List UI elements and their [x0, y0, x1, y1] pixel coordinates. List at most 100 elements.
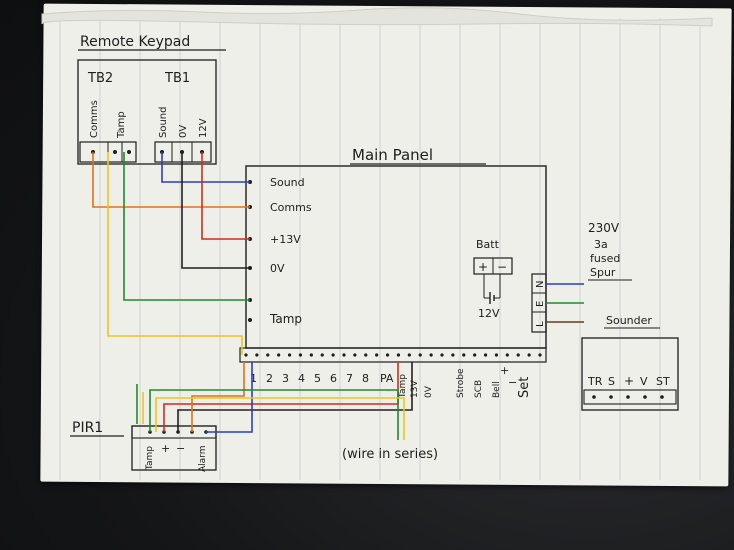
bottom-terminal-label: 6 — [330, 372, 337, 385]
bottom-terminal-dot — [407, 353, 411, 357]
battery-label: Batt — [476, 238, 500, 251]
mains-line2: 3a — [594, 238, 608, 251]
wire-green-tamp — [123, 152, 250, 301]
bottom-terminal-dot — [244, 353, 248, 357]
bottom-terminal-label: Bell — [492, 381, 502, 398]
bottom-terminal-label: 7 — [346, 372, 353, 385]
sounder-terminal-tr: TR — [587, 375, 603, 388]
bottom-terminal-label: 8 — [362, 372, 369, 385]
wire-pir-orange — [191, 362, 245, 432]
bottom-terminal-label: 2 — [266, 372, 273, 385]
keypad-title: Remote Keypad — [80, 34, 190, 50]
panel-terminal-sound: Sound — [270, 176, 305, 189]
wire-pir-tamp-yellow — [155, 397, 405, 440]
battery-plus: + — [478, 260, 488, 274]
bottom-terminal-dot — [320, 353, 324, 357]
bottom-terminal-label: − — [508, 376, 517, 389]
sounder-terminal-st: ST — [656, 375, 670, 388]
mains-terminal-n: N — [535, 281, 546, 288]
sounder-terminal-block — [583, 389, 677, 405]
tb1-terminal-sound: Sound — [158, 107, 169, 139]
pir-terminal-alarm: Alarm — [198, 446, 208, 472]
bottom-terminal-dot — [494, 353, 499, 357]
keypad-box — [77, 59, 217, 165]
tb1-terminal-block — [154, 141, 212, 163]
tb2-terminal-tamp: Tamp — [116, 111, 127, 139]
bottom-terminal-dot — [309, 353, 313, 357]
bottom-terminal-label: Tamp — [398, 374, 408, 399]
pir-terminal-block — [131, 425, 217, 439]
bottom-terminal-label: 4 — [298, 372, 305, 385]
bottom-terminal-label: Set — [517, 377, 532, 398]
wire-red-13v — [201, 152, 250, 240]
sounder-terminal-plus: + — [624, 374, 634, 388]
panel-terminal-0v: 0V — [270, 262, 285, 275]
bottom-terminal-dot — [331, 353, 335, 357]
bottom-terminal-strip — [239, 347, 547, 363]
mains-line4: Spur — [590, 266, 616, 279]
sounder-title: Sounder — [606, 314, 652, 327]
wire-pir-red — [163, 362, 399, 432]
bottom-terminal-dot — [255, 353, 259, 357]
bottom-terminal-label: SCB — [474, 380, 484, 398]
bottom-terminal-dot — [440, 353, 444, 357]
bottom-terminal-dot — [353, 353, 357, 357]
bottom-terminal-label: 13V — [410, 380, 420, 398]
wire-yellow-tamp — [107, 152, 243, 355]
bottom-terminal-label: 0V — [424, 385, 434, 398]
mains-terminal-l: L — [535, 321, 546, 327]
bottom-terminal-label: + — [500, 364, 509, 377]
tb2-label: TB2 — [87, 71, 113, 86]
bottom-terminal-dot — [483, 353, 488, 357]
tb1-terminal-0v: 0V — [178, 125, 189, 138]
bottom-terminal-dot — [538, 353, 542, 357]
bottom-terminal-dot — [385, 353, 390, 357]
torn-binding-edge — [41, 7, 713, 27]
bottom-terminal-dot — [298, 353, 303, 357]
tb1-label: TB1 — [164, 71, 190, 86]
bottom-terminal-dots — [244, 353, 542, 357]
panel-terminal-13v: +13V — [270, 233, 301, 246]
tb2-terminal-comms: Comms — [89, 100, 100, 138]
wire-blue-sound — [161, 152, 250, 183]
mains-line3: fused — [590, 252, 620, 265]
bottom-terminal-label: PA — [380, 372, 394, 385]
series-note: (wire in series) — [342, 447, 438, 462]
tb1-terminal-12v: 12V — [198, 118, 209, 138]
sounder-terminal-dot — [626, 395, 630, 399]
bottom-terminal-dot — [396, 353, 401, 357]
bottom-terminal-dot — [429, 353, 433, 357]
bottom-terminal-dot — [527, 353, 531, 357]
bottom-terminal-dot — [473, 353, 477, 357]
sounder-box — [581, 337, 679, 411]
sounder-terminal-v: V — [640, 375, 648, 388]
sounder-terminal-dot — [660, 395, 664, 399]
mains-line1: 230V — [588, 221, 620, 235]
bottom-terminal-dot — [266, 353, 270, 357]
panel-title: Main Panel — [352, 146, 433, 164]
wire-orange-comms — [92, 152, 250, 208]
pir-title: PIR1 — [72, 420, 103, 436]
panel-terminal-comms: Comms — [270, 201, 312, 214]
bottom-terminal-dot — [451, 353, 455, 357]
sounder-terminal-dot — [643, 395, 647, 399]
pir-terminal-minus: − — [176, 442, 185, 455]
bottom-terminal-dot — [364, 353, 368, 357]
bottom-terminal-dot — [287, 353, 292, 357]
bottom-terminal-dot — [418, 353, 422, 357]
sounder-terminal-dot — [609, 395, 613, 399]
wires — [92, 152, 584, 440]
mains-terminal-e: E — [535, 301, 546, 307]
bottom-terminal-label: 3 — [282, 372, 289, 385]
pir-terminal-tamp: Tamp — [145, 446, 155, 471]
sounder-terminal-dots — [592, 395, 664, 399]
bottom-terminal-dot — [375, 353, 379, 357]
bottom-terminal-dot — [505, 353, 509, 357]
bottom-terminal-label: 5 — [314, 372, 321, 385]
bottom-terminal-dot — [342, 353, 346, 357]
page-rule-lines — [59, 18, 701, 480]
pir-terminal-plus: + — [161, 442, 170, 455]
